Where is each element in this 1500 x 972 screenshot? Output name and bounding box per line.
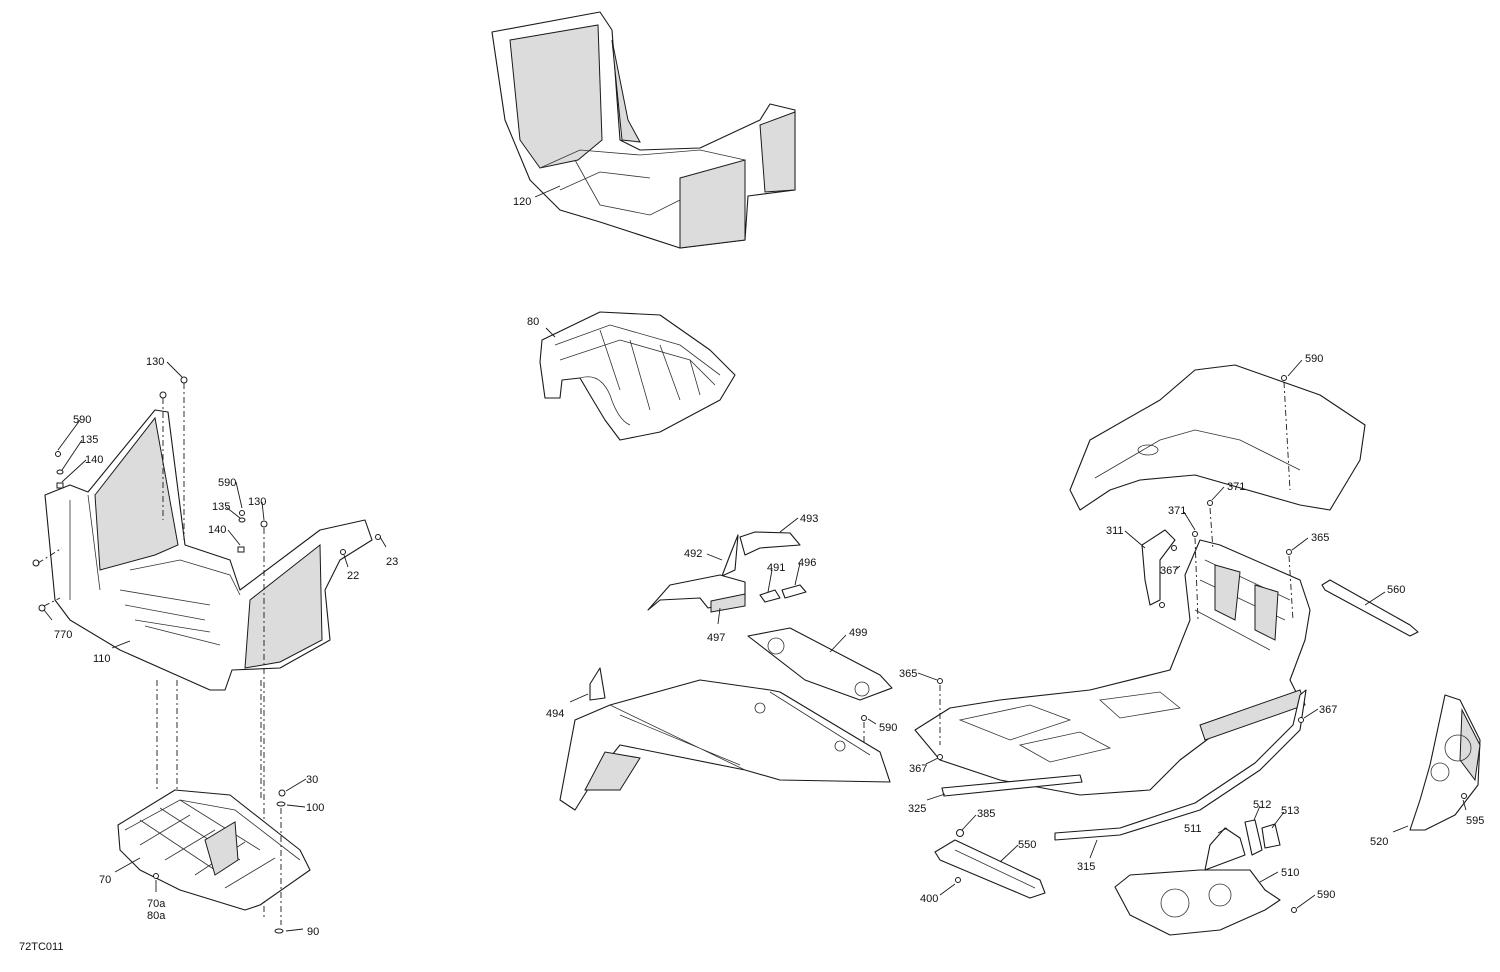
callout-120: 120	[513, 196, 532, 208]
callout-385: 385	[977, 808, 996, 820]
part-70-footrest-tray	[114, 778, 311, 934]
callout-511: 511	[1184, 823, 1202, 835]
callout-560: 560	[1387, 584, 1406, 596]
callout-595: 595	[1466, 815, 1485, 827]
callout-70a-80a: 70a 80a	[147, 898, 166, 922]
callout-590: 590	[73, 414, 92, 426]
rear-fender	[559, 679, 891, 811]
callout-513: 513	[1281, 805, 1300, 817]
callout-135: 135	[212, 501, 231, 513]
callout-135: 135	[80, 434, 99, 446]
callout-371: 371	[1227, 481, 1246, 493]
tail-light-assembly	[1114, 805, 1316, 936]
callout-770: 770	[54, 629, 73, 641]
rear-rack	[914, 359, 1419, 841]
callout-365: 365	[899, 668, 918, 680]
diagram-code: 72TC011	[19, 941, 64, 953]
callout-400: 400	[920, 893, 939, 905]
callout-493: 493	[800, 513, 819, 525]
callout-371: 371	[1168, 505, 1187, 517]
heat-shields	[569, 517, 893, 703]
callout-80: 80	[527, 316, 540, 328]
callout-22: 22	[347, 570, 360, 582]
callout-70: 70	[99, 874, 112, 886]
callout-550: 550	[1018, 839, 1037, 851]
callout-140: 140	[85, 454, 104, 466]
callout-590: 590	[1317, 889, 1336, 901]
callout-496: 496	[798, 557, 817, 569]
part-520-light-housing	[1392, 694, 1481, 833]
callout-590: 590	[1305, 353, 1324, 365]
callout-491: 491	[767, 562, 786, 574]
callout-367: 367	[1160, 565, 1179, 577]
callout-100: 100	[306, 802, 325, 814]
callout-325: 325	[908, 803, 927, 815]
callout-499: 499	[849, 627, 868, 639]
callout-520: 520	[1370, 836, 1389, 848]
callout-130: 130	[248, 496, 267, 508]
callout-30: 30	[306, 774, 319, 786]
callout-311: 311	[1106, 525, 1124, 537]
callout-365: 365	[1311, 532, 1330, 544]
part-80-front-support	[539, 311, 736, 441]
callout-110: 110	[93, 653, 111, 665]
rear-crossmember	[934, 814, 1098, 899]
callout-367: 367	[909, 763, 928, 775]
callout-590: 590	[879, 722, 898, 734]
callout-90: 90	[307, 926, 320, 938]
callout-494: 494	[546, 708, 565, 720]
callout-590: 590	[218, 477, 237, 489]
part-120-front-console	[491, 11, 796, 249]
callout-315: 315	[1077, 861, 1096, 873]
callout-510: 510	[1281, 867, 1300, 879]
callout-140: 140	[208, 524, 227, 536]
callout-367: 367	[1319, 704, 1338, 716]
callout-23: 23	[386, 556, 399, 568]
callout-512: 512	[1253, 799, 1272, 811]
callout-497: 497	[707, 632, 726, 644]
part-110-left-footwell	[32, 361, 387, 920]
callout-492: 492	[684, 548, 703, 560]
callout-130: 130	[146, 356, 165, 368]
